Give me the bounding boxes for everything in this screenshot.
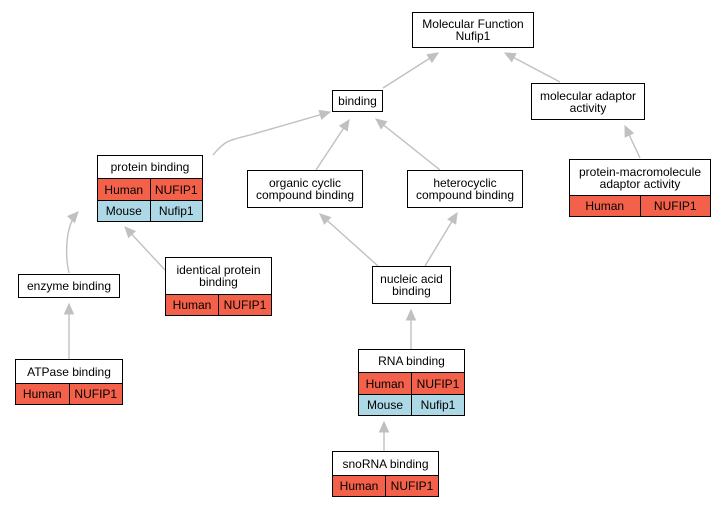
node-rna-binding[interactable]: RNA binding Human NUFIP1 Mouse Nufip1 <box>358 349 465 416</box>
species-label: Human <box>104 182 144 197</box>
edge-proteinbinding-to-binding-arrowhead <box>318 109 332 120</box>
edge-enzyme-to-proteinbinding-arrowhead <box>67 211 79 224</box>
species-row-human: Human NUFIP1 <box>16 383 122 404</box>
gene-label: NUFIP1 <box>411 373 464 394</box>
gene-label: NUFIP1 <box>385 476 438 496</box>
species-row-human: Human NUFIP1 <box>570 195 710 216</box>
species-row-human: Human NUFIP1 <box>359 372 464 394</box>
gene-label: NUFIP1 <box>68 384 123 404</box>
node-molecular-function[interactable]: Molecular Function Nufip1 <box>412 12 534 48</box>
node-nucleic-acid-binding[interactable]: nucleic acid binding <box>372 266 451 304</box>
edge-proteinmacro-to-moladaptor-arrowhead <box>624 124 635 138</box>
species-label: Human <box>365 376 405 391</box>
species-label: Human <box>339 479 379 493</box>
species-row-mouse: Mouse Nufip1 <box>98 200 202 221</box>
node-label: protein-macromolecule adaptor activity <box>578 164 702 191</box>
node-label: enzyme binding <box>26 279 112 293</box>
node-heterocyclic-compound-binding[interactable]: heterocyclic compound binding <box>407 170 523 208</box>
node-label: protein binding <box>110 160 190 174</box>
edge-proteinbinding-to-binding <box>212 111 331 156</box>
gene-label: NUFIP1 <box>639 196 711 216</box>
edge-snorna-to-rna-arrowhead <box>378 420 390 433</box>
edge-moladaptor-to-mf-arrowhead <box>503 52 517 63</box>
species-row-mouse: Mouse Nufip1 <box>359 394 464 415</box>
species-label: Human <box>585 199 625 213</box>
node-label: ATPase binding <box>27 364 111 379</box>
edge-binding-to-mf <box>382 52 439 89</box>
gene-label: NUFIP1 <box>218 295 271 315</box>
node-molecular-adaptor-activity[interactable]: molecular adaptor activity <box>531 83 645 120</box>
edge-nucleic-to-organic <box>319 213 379 267</box>
species-label: Human <box>172 298 212 312</box>
node-label: snoRNA binding <box>342 456 429 471</box>
node-label: RNA binding <box>378 354 445 368</box>
node-protein-macromolecule-adaptor-activity[interactable]: protein-macromolecule adaptor activity H… <box>569 159 711 217</box>
species-label: Human <box>22 387 62 401</box>
edge-nucleic-to-organic-arrowhead <box>319 213 332 225</box>
node-binding[interactable]: binding <box>332 90 383 112</box>
node-atpase-binding[interactable]: ATPase binding Human NUFIP1 <box>15 359 123 405</box>
edge-rna-to-nucleic-arrowhead <box>405 308 417 321</box>
node-enzyme-binding[interactable]: enzyme binding <box>18 274 120 298</box>
node-snorna-binding[interactable]: snoRNA binding Human NUFIP1 <box>332 451 439 497</box>
edge-atpase-to-enzyme-arrowhead <box>63 302 75 315</box>
species-row-human: Human NUFIP1 <box>98 178 202 200</box>
edge-organic-to-binding-arrowhead <box>338 118 350 132</box>
node-protein-binding[interactable]: protein binding Human NUFIP1 Mouse Nufip… <box>97 155 203 222</box>
edge-binding-to-mf-arrowhead <box>426 52 440 64</box>
node-label: Molecular Function Nufip1 <box>422 17 524 43</box>
node-identical-protein-binding[interactable]: identical protein binding Human NUFIP1 <box>165 257 272 316</box>
edge-enzyme-to-proteinbinding <box>65 211 79 274</box>
gene-label: NUFIP1 <box>149 179 203 200</box>
node-label: nucleic acid binding <box>380 272 443 298</box>
node-label: identical protein binding <box>176 263 261 289</box>
gene-label: Nufip1 <box>411 395 464 415</box>
node-label: heterocyclic compound binding <box>415 176 515 202</box>
node-label: molecular adaptor activity <box>539 88 637 115</box>
gene-label: Nufip1 <box>149 201 203 221</box>
edge-nucleic-to-hetero-arrowhead <box>447 211 458 225</box>
species-label: Mouse <box>366 398 404 412</box>
edge-identical-to-proteinbinding-arrowhead <box>124 226 137 239</box>
species-label: Mouse <box>105 204 142 218</box>
node-organic-cyclic-compound-binding[interactable]: organic cyclic compound binding <box>247 170 363 208</box>
node-label: binding <box>338 94 377 108</box>
edge-hetero-to-binding-arrowhead <box>375 118 388 130</box>
species-row-human: Human NUFIP1 <box>166 294 271 315</box>
edge-hetero-to-binding <box>375 118 441 171</box>
species-row-human: Human NUFIP1 <box>333 475 438 496</box>
node-label: organic cyclic compound binding <box>255 176 355 202</box>
